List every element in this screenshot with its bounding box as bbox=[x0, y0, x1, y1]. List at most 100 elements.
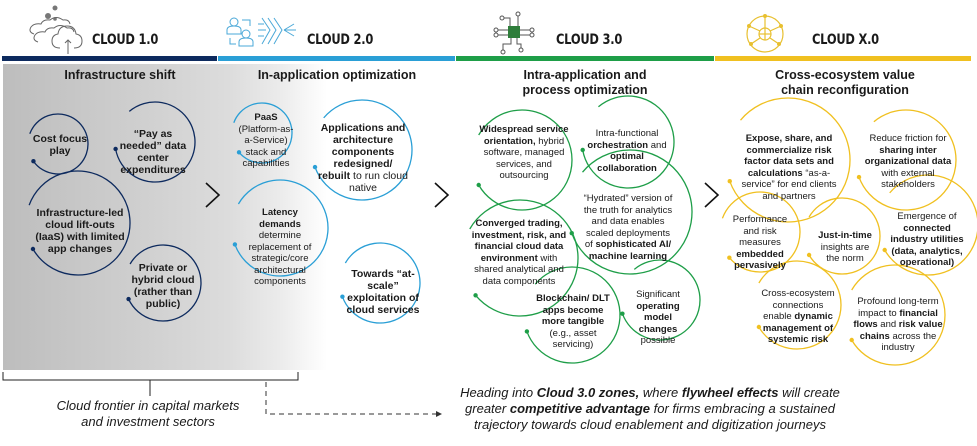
text: Emergence of bbox=[897, 211, 957, 222]
bubble-at-scale: Towards “at-scale” exploitation of cloud… bbox=[345, 268, 421, 316]
bubble-arc bbox=[808, 197, 881, 275]
bold-text: flywheel effects bbox=[681, 385, 779, 400]
bold-text: Blockchain/ DLT apps become more tangibl… bbox=[536, 293, 610, 327]
text: “as-a-service” for end clients and partn… bbox=[741, 167, 837, 202]
bubble-arc-dot bbox=[113, 146, 118, 152]
section-title-line: chain reconfiguration bbox=[781, 83, 909, 97]
bubble-operating-model: Significant operating model changes poss… bbox=[625, 289, 691, 347]
bubble-arc bbox=[28, 170, 131, 276]
bubble-arc bbox=[526, 266, 621, 364]
bold-text: Towards “at-scale” exploitation of cloud… bbox=[346, 268, 420, 316]
phase-bar bbox=[715, 56, 971, 61]
bubble-widespread-service: Widespread service orientation, hybrid s… bbox=[478, 124, 570, 182]
bubble-arc-dot bbox=[849, 337, 854, 343]
bold-text: Widespread service orientation, bbox=[479, 124, 569, 147]
bubble-arc bbox=[478, 109, 573, 211]
bold-text: PaaS bbox=[254, 112, 278, 123]
text: Heading into bbox=[460, 385, 537, 400]
bubble-cost-focus: Cost focus play bbox=[30, 133, 90, 157]
bubble-infrastructure-led: Infrastructure-led cloud lift-outs (IaaS… bbox=[34, 207, 126, 255]
bold-text: Applications and architecture components… bbox=[318, 122, 406, 182]
bubble-arc bbox=[571, 149, 693, 275]
bubble-arc bbox=[621, 259, 701, 341]
cloud-frontier-background bbox=[3, 64, 453, 370]
text: insights are the norm bbox=[820, 241, 870, 265]
bubble-paas: PaaS (Platform-as-a-Service) stack and c… bbox=[236, 112, 296, 170]
text: (e.g., asset servicing) bbox=[549, 327, 597, 351]
text: with shared analytical and data componen… bbox=[474, 252, 564, 287]
text: Profound long-term impact to bbox=[857, 296, 939, 319]
bold-text: Infrastructure-led cloud lift-outs (IaaS… bbox=[35, 207, 125, 255]
bubble-hydrated-truth: “Hydrated” version of the truth for anal… bbox=[582, 193, 674, 262]
section-title-line: Intra-application and bbox=[523, 68, 647, 82]
text: Intra-functional bbox=[595, 128, 659, 139]
text: “Hydrated” version of the truth for anal… bbox=[583, 193, 673, 250]
bold-text: dynamic management of systemic risk bbox=[762, 311, 834, 345]
text: Cross-ecosystem connections enable bbox=[761, 288, 835, 322]
bold-text: sophisticated AI/ machine learning bbox=[588, 239, 672, 262]
bubble-reduce-friction: Reduce friction for sharing inter organi… bbox=[863, 133, 953, 191]
bold-text: orchestration bbox=[587, 139, 649, 151]
section-title-line: process optimization bbox=[522, 83, 648, 97]
chevron-right-icon bbox=[205, 182, 221, 208]
chevron-right-icon bbox=[434, 182, 450, 208]
text: Reduce friction for bbox=[869, 133, 947, 144]
bubble-arc-dot bbox=[856, 174, 862, 180]
phase-header-cloud-1: CLOUD 1.0 bbox=[0, 0, 220, 62]
bubble-arc-dot bbox=[340, 294, 345, 299]
phase-bar bbox=[218, 56, 455, 61]
bubble-arc-dot bbox=[476, 182, 481, 188]
text: will create greater bbox=[465, 385, 840, 416]
bubble-arc-dot bbox=[580, 147, 585, 153]
bubble-arc bbox=[341, 242, 421, 324]
bold-text: operating model changes bbox=[636, 300, 680, 335]
text: (Platform-as-a-Service) stack and capabi… bbox=[238, 123, 294, 170]
bubble-arc bbox=[582, 95, 675, 189]
phase-title: CLOUD 2.0 bbox=[307, 32, 374, 48]
section-title: Infrastructure shift bbox=[64, 68, 176, 82]
bubble-arc bbox=[234, 179, 329, 277]
bubble-arc-dot bbox=[620, 311, 625, 316]
bubble-blockchain-dlt: Blockchain/ DLT apps become more tangibl… bbox=[533, 293, 613, 351]
bubble-latency-demands: Latency demands determine replacement of… bbox=[240, 207, 320, 288]
text: Significant bbox=[636, 289, 680, 300]
bubble-intra-functional: Intra-functional orchestration and optim… bbox=[587, 128, 667, 174]
bubble-arc bbox=[729, 97, 851, 223]
phase-bar bbox=[2, 56, 217, 61]
phase-bar bbox=[456, 56, 714, 61]
bold-text: Expose, share, and commercialize risk fa… bbox=[744, 133, 834, 179]
phase-header-cloud-x: CLOUD X.0 bbox=[715, 0, 977, 62]
text: where bbox=[639, 385, 682, 400]
bubble-arc bbox=[858, 109, 957, 211]
bubble-arc bbox=[851, 264, 946, 366]
bold-text: “Pay as needed” data center expenditures bbox=[119, 128, 187, 176]
bubble-arc-dot bbox=[756, 324, 762, 330]
bubble-profound-impact: Profound long-term impact to financial f… bbox=[851, 296, 945, 354]
phase-title: CLOUD 3.0 bbox=[556, 32, 623, 48]
bubble-just-in-time: Just-in-time insights are the norm bbox=[815, 230, 875, 265]
bubble-arc bbox=[127, 244, 202, 322]
section-title: Intra-application and process optimizati… bbox=[470, 68, 700, 98]
text: hybrid software, managed services, and o… bbox=[483, 135, 565, 182]
bubble-arc-dot bbox=[524, 329, 530, 334]
text: across the industry bbox=[881, 330, 937, 354]
phase-title: CLOUD 1.0 bbox=[92, 32, 159, 48]
bold-text: Cost focus play bbox=[32, 133, 88, 157]
bubble-arc bbox=[114, 101, 196, 183]
phase-title: CLOUD X.0 bbox=[812, 32, 879, 48]
bubble-pay-as-needed: “Pay as needed” data center expenditures bbox=[118, 128, 188, 176]
bold-text: risk value chains bbox=[859, 319, 943, 342]
bold-text: optimal collaboration bbox=[597, 151, 657, 174]
phase-header-cloud-3: CLOUD 3.0 bbox=[456, 0, 716, 62]
text: for firms embracing a sustained trajecto… bbox=[474, 401, 835, 432]
bubble-arc bbox=[469, 199, 579, 317]
bubble-arc-dot bbox=[126, 296, 131, 302]
bold-text: competitive advantage bbox=[509, 401, 650, 416]
bubble-applications-architecture: Applications and architecture components… bbox=[318, 122, 408, 194]
bubble-arc-dot bbox=[31, 159, 36, 164]
section-title-line: Cross-ecosystem value bbox=[775, 68, 915, 82]
caption-cloud-frontier: Cloud frontier in capital markets and in… bbox=[56, 398, 240, 429]
bubble-arc-dot bbox=[806, 252, 812, 258]
bold-text: embedded pervasively bbox=[734, 248, 786, 272]
